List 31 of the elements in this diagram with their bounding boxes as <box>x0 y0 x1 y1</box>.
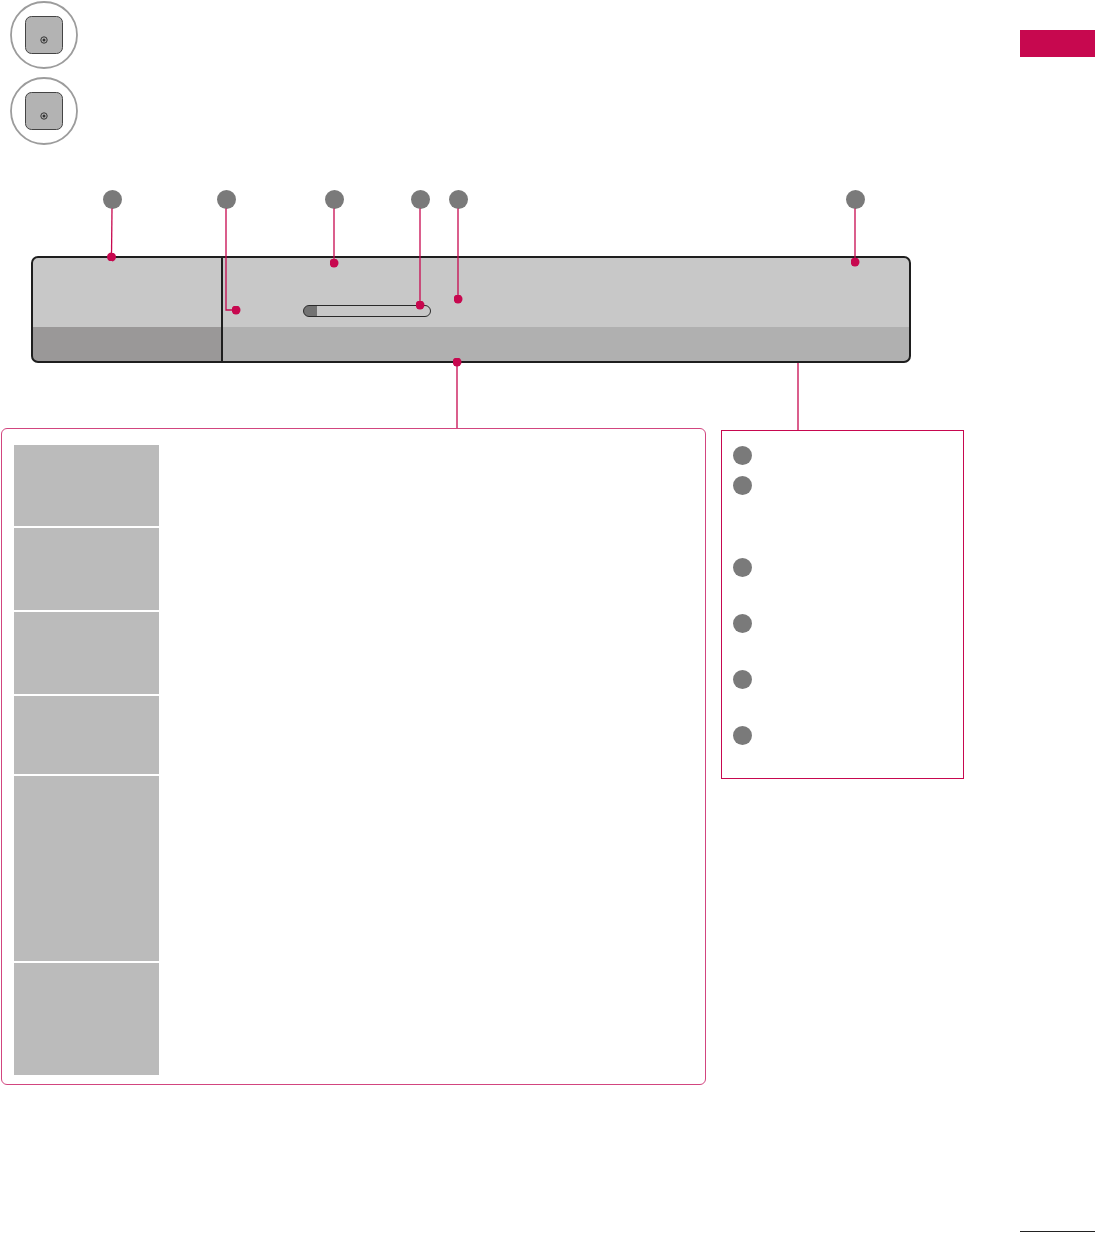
callout-circle <box>324 189 344 209</box>
header-cell <box>14 612 159 694</box>
leader-line <box>797 362 799 431</box>
list-panel <box>721 430 964 779</box>
header-cell <box>14 776 159 961</box>
bullet-circle <box>733 446 753 466</box>
bullet-circle <box>733 670 753 690</box>
callout-circle <box>845 189 865 209</box>
leader-line <box>107 207 116 262</box>
leader-line <box>453 207 463 304</box>
callout-circle <box>448 189 468 209</box>
header-cell <box>14 963 159 1075</box>
callout-circle <box>216 189 236 209</box>
leader-line <box>452 357 462 429</box>
bullet-circle <box>733 558 753 578</box>
leader-line <box>415 207 425 310</box>
header-cell <box>14 445 159 526</box>
slot <box>303 305 431 317</box>
description-panel <box>1 428 706 1085</box>
callout-circle <box>410 189 430 209</box>
bullet-circle <box>733 726 753 746</box>
section-tab <box>1020 30 1095 57</box>
bullet-circle <box>733 614 753 634</box>
device-body <box>31 256 911 363</box>
callout-circle <box>102 189 122 209</box>
header-cell <box>14 696 159 774</box>
leader-line <box>329 207 339 268</box>
leader-line <box>850 207 860 267</box>
bullet-circle <box>733 476 753 496</box>
leader-line <box>225 207 241 315</box>
header-cell <box>14 528 159 610</box>
